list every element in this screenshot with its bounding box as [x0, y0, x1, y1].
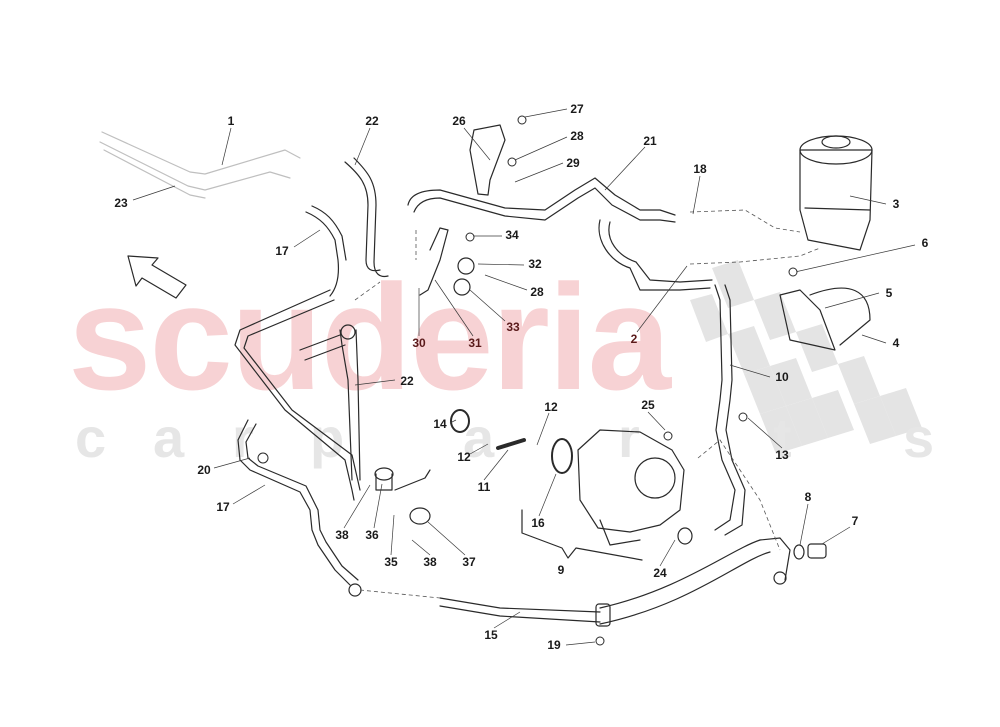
callout-19: 19 [547, 638, 561, 652]
callout-38: 38 [335, 528, 349, 542]
callout-29: 29 [566, 156, 580, 170]
callout-21: 21 [643, 134, 657, 148]
watermark-letter: t [773, 406, 792, 469]
watermark-letter: r [232, 406, 254, 469]
watermark-letter: r [618, 406, 640, 469]
callout-33: 33 [506, 320, 520, 334]
callout-24: 24 [653, 566, 667, 580]
callout-36: 36 [365, 528, 379, 542]
callout-5: 5 [885, 286, 893, 300]
callout-17: 17 [216, 500, 230, 514]
callout-28: 28 [530, 285, 544, 299]
callout-15: 15 [484, 628, 498, 642]
callout-32: 32 [528, 257, 542, 271]
callout-23: 23 [114, 196, 128, 210]
callout-7: 7 [851, 514, 859, 528]
callout-25: 25 [641, 398, 655, 412]
watermark-letter: c [75, 406, 107, 469]
callout-35: 35 [384, 555, 398, 569]
callout-9: 9 [557, 563, 565, 577]
callout-31: 31 [468, 336, 482, 350]
callout-20: 20 [197, 463, 211, 477]
direction-arrow-icon [127, 255, 187, 299]
callout-38: 38 [423, 555, 437, 569]
callout-12: 12 [457, 450, 471, 464]
callout-1: 1 [227, 114, 235, 128]
callout-30: 30 [412, 336, 426, 350]
callout-12: 12 [544, 400, 558, 414]
callout-10: 10 [775, 370, 789, 384]
callout-8: 8 [804, 490, 812, 504]
watermark-letter: a [153, 406, 185, 469]
callout-18: 18 [693, 162, 707, 176]
callout-14: 14 [433, 417, 447, 431]
callout-22: 22 [400, 374, 414, 388]
watermark-letter: s [903, 406, 935, 469]
callout-27: 27 [570, 102, 584, 116]
callout-16: 16 [531, 516, 545, 530]
callout-17: 17 [275, 244, 289, 258]
callout-28: 28 [570, 129, 584, 143]
callout-26: 26 [452, 114, 466, 128]
callout-13: 13 [775, 448, 789, 462]
callout-4: 4 [892, 336, 900, 350]
callout-37: 37 [462, 555, 476, 569]
callout-22: 22 [365, 114, 379, 128]
callout-3: 3 [892, 197, 900, 211]
callout-2: 2 [630, 332, 638, 346]
callout-11: 11 [477, 480, 491, 494]
callout-6: 6 [921, 236, 929, 250]
watermark-brand: scuderia [68, 253, 671, 421]
watermark-letter: p [310, 406, 345, 469]
callout-34: 34 [505, 228, 519, 242]
